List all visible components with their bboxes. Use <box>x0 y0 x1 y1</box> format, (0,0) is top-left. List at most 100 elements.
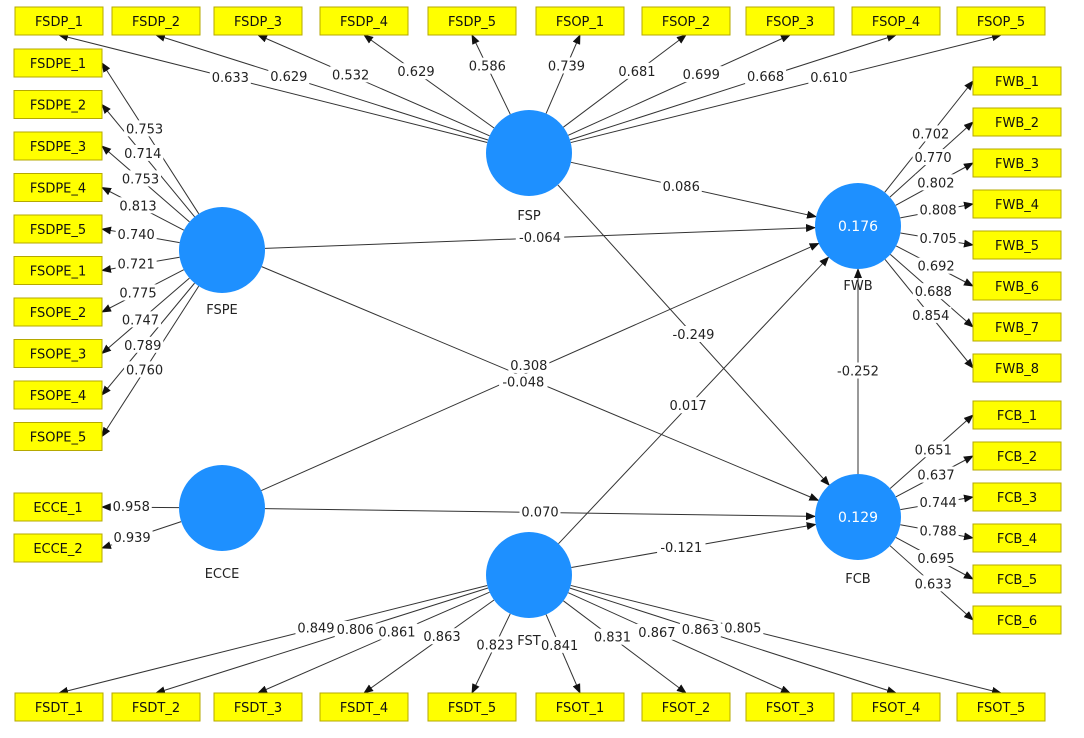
indicator-box-fcb_5[interactable] <box>972 564 1062 594</box>
indicator-box-fsdt_1[interactable] <box>14 692 104 722</box>
loading-fwb_5-bg <box>917 230 959 247</box>
indicator-box-fsot_4[interactable] <box>851 692 941 722</box>
indicator-box-fsdpe_5[interactable] <box>13 214 103 244</box>
construct-fsp[interactable] <box>486 110 572 196</box>
indicator-box-fsdpe_4[interactable] <box>13 173 103 202</box>
indicator-box-fsope_4[interactable] <box>13 380 103 410</box>
indicator-box-fsot_1[interactable] <box>535 692 625 722</box>
indicator-label-fsdpe_2: FSDPE_2 <box>30 99 86 114</box>
loading-link-fsdp_3 <box>257 34 490 137</box>
indicator-box-ecce_1[interactable] <box>13 492 103 522</box>
indicator-box-fsdp_1[interactable] <box>14 6 104 36</box>
loading-fwb_7-bg <box>912 283 954 300</box>
loading-fcb_4-bg <box>917 522 959 539</box>
loading-fsope_4-bg <box>122 336 164 353</box>
loading-fwb_1-bg <box>910 125 952 142</box>
construct-fspe[interactable] <box>179 207 265 293</box>
indicator-box-fsope_1[interactable] <box>13 256 103 285</box>
indicator-box-fsope_3[interactable] <box>13 339 103 368</box>
indicator-label-fcb_4: FCB_4 <box>997 532 1037 547</box>
loading-fwb_8-bg <box>910 306 952 323</box>
indicator-box-fwb_7[interactable] <box>972 312 1062 342</box>
loading-fsdpe_4: 0.813 <box>119 199 156 214</box>
path-coef-ecce-fwb-bg <box>508 356 550 373</box>
indicator-box-fwb_6[interactable] <box>972 271 1062 301</box>
indicator-box-fwb_5[interactable] <box>972 230 1062 260</box>
indicator-box-fsop_2[interactable] <box>641 6 731 36</box>
construct-fst[interactable] <box>486 532 572 618</box>
loading-fsop_3-bg <box>680 66 722 83</box>
loading-fcb_5-bg <box>915 550 957 567</box>
indicator-box-fsdpe_3[interactable] <box>13 131 103 161</box>
indicator-box-fwb_1[interactable] <box>972 66 1062 96</box>
indicator-box-fcb_3[interactable] <box>972 482 1062 512</box>
indicator-box-fsdt_5[interactable] <box>427 692 517 722</box>
loading-fsope_3-bg <box>119 311 161 328</box>
indicator-box-fsdpe_2[interactable] <box>13 90 103 119</box>
loading-fsot_3: 0.867 <box>638 626 675 641</box>
indicator-label-fsop_3: FSOP_3 <box>766 15 814 30</box>
path-coef-fcb-fwb-bg <box>833 362 883 379</box>
loading-fcb_1: 0.651 <box>915 443 952 458</box>
indicator-label-fsope_1: FSOPE_1 <box>30 265 87 280</box>
indicator-box-fwb_4[interactable] <box>972 189 1062 219</box>
indicator-box-fsdt_3[interactable] <box>213 692 303 722</box>
construct-ecce[interactable] <box>179 465 265 551</box>
indicator-label-fwb_4: FWB_4 <box>995 198 1039 213</box>
loading-fsot_2: 0.831 <box>594 631 631 646</box>
indicator-box-fsot_3[interactable] <box>745 692 835 722</box>
indicator-box-fsdp_3[interactable] <box>213 6 303 36</box>
loading-fsdp_1-bg <box>209 69 251 86</box>
indicator-box-fsdp_4[interactable] <box>319 6 409 36</box>
indicator-box-fsot_2[interactable] <box>641 692 731 722</box>
indicator-box-fsdp_2[interactable] <box>111 6 201 36</box>
loading-link-fsop_3 <box>567 34 791 136</box>
indicator-box-fsop_4[interactable] <box>851 6 941 36</box>
loading-fwb_1: 0.702 <box>912 127 949 142</box>
loading-link-fsot_5 <box>570 584 1002 695</box>
loading-link-fsdpe_1 <box>101 62 200 215</box>
indicator-box-fsope_2[interactable] <box>13 297 103 327</box>
indicator-label-fsdt_3: FSDT_3 <box>234 701 282 716</box>
indicator-box-fcb_6[interactable] <box>972 605 1062 635</box>
loading-link-fsdp_1 <box>58 33 488 144</box>
path-coef-fsp-fwb-bg <box>660 177 702 194</box>
indicator-box-fwb_3[interactable] <box>972 148 1062 178</box>
indicator-box-fsot_5[interactable] <box>956 692 1046 722</box>
indicator-box-fcb_2[interactable] <box>972 441 1062 471</box>
indicator-label-fsop_1: FSOP_1 <box>556 15 604 30</box>
indicator-box-fwb_2[interactable] <box>972 107 1062 137</box>
loading-fsdp_1: 0.633 <box>212 71 249 86</box>
indicator-box-fsdp_5[interactable] <box>427 6 517 36</box>
indicator-box-fsdt_2[interactable] <box>111 692 201 722</box>
loading-ecce_2: 0.939 <box>113 531 150 546</box>
indicator-box-fcb_4[interactable] <box>972 523 1062 553</box>
loading-fsdpe_1-bg <box>124 120 166 137</box>
loading-link-fsot_4 <box>569 587 897 695</box>
loading-fsope_1-bg <box>115 255 157 272</box>
indicator-box-fsop_3[interactable] <box>745 6 835 36</box>
indicator-box-fsope_5[interactable] <box>13 422 103 451</box>
construct-fcb[interactable] <box>815 474 901 560</box>
loading-link-fsop_2 <box>563 34 687 128</box>
indicator-label-fsot_4: FSOT_4 <box>872 701 920 716</box>
loading-fcb_6: 0.633 <box>915 577 952 592</box>
indicator-box-fsdt_4[interactable] <box>319 692 409 722</box>
indicator-box-fwb_8[interactable] <box>972 353 1062 383</box>
loading-fcb_5: 0.695 <box>917 552 954 567</box>
indicator-box-fsdpe_1[interactable] <box>13 48 103 78</box>
indicator-label-fsop_5: FSOP_5 <box>977 15 1025 30</box>
construct-fwb[interactable] <box>815 183 901 269</box>
indicator-label-fsope_3: FSOPE_3 <box>30 348 87 363</box>
construct-label-fsp: FSP <box>517 209 541 224</box>
indicator-box-fsop_1[interactable] <box>535 6 625 36</box>
loading-fsdp_2-bg <box>268 68 310 85</box>
indicator-box-ecce_2[interactable] <box>13 533 103 563</box>
construct-label-fspe: FSPE <box>206 303 238 318</box>
loading-fsot_5: 0.805 <box>724 621 761 636</box>
loading-link-fsop_4 <box>569 33 897 141</box>
indicator-box-fcb_1[interactable] <box>972 400 1062 430</box>
indicator-label-fsdt_1: FSDT_1 <box>35 701 83 716</box>
indicator-box-fsop_5[interactable] <box>956 6 1046 36</box>
loading-fwb_2: 0.770 <box>914 151 951 166</box>
